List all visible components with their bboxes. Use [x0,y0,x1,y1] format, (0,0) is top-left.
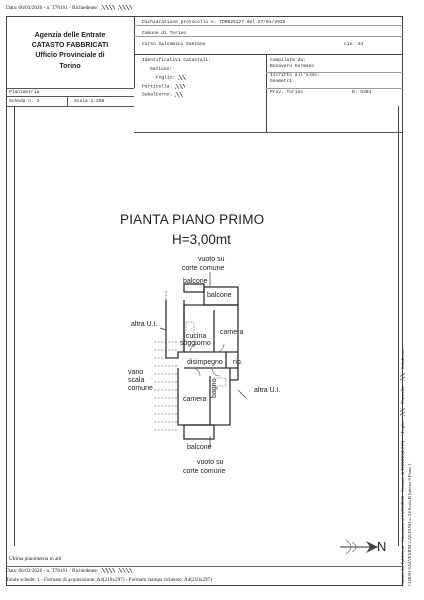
label-scala: scala [128,377,145,384]
label-disimpegno: disimpegno [187,359,223,366]
office-line4: Torino [59,63,81,70]
sezione-label: Sezione: [150,67,173,72]
particella-label: Particella: [142,84,186,90]
drawing-area [14,106,399,546]
address-line: Corso Salvemini Gaetano [142,42,206,47]
office-line2: CATASTO FABBRICATI [31,42,109,49]
compiler-box: Compilata da: Bonavero Germano Iscritto … [266,54,403,132]
footer-last: Ultima planimetria in atti [9,556,62,562]
side-scribble [400,373,406,382]
footer-scribble [118,568,133,574]
office-box: Agenzia delle Entrate CATASTO FABBRICATI… [6,16,135,88]
identifiers-title: Identificativi Catastali: [142,58,211,63]
label-vuoto-bottom-1: vuoto su [197,459,224,466]
compiler-name: Bonavero Germano [270,64,315,69]
side-scribble [400,407,406,416]
north-arrow-icon [340,539,378,555]
footer-totale: Totale schede: 1 - Formato di acquisizio… [6,577,212,583]
label-soggiorno: soggiorno [180,340,211,347]
label-bagno: bagno [211,378,218,398]
label-vano-scala: vano scala comune [128,369,153,393]
label-vano: vano [128,369,144,376]
label-balcone-right: balcone [207,292,232,299]
balcone-top-left-outline [183,283,205,293]
side-address: CORSO SALVEMINI GAETANO n. 24 Scala B In… [407,463,412,586]
office-line1: Agenzia delle Entrate [34,32,106,39]
declaration-box: Dichiarazione protocollo n. TO0025127 de… [134,16,403,55]
subalterno-scribble [175,92,184,97]
label-cucina: cucina [186,333,207,340]
planimetria-label: Planimetria [9,90,40,95]
foglio-scribble [178,75,187,80]
particella-scribble [175,84,186,89]
label-balcone-bottom: balcone [187,444,212,451]
requester-scribble [118,5,133,11]
label-vuoto-bottom-2: corte comune [183,468,226,475]
scheda-label: Scheda n. 1 [9,99,40,104]
balcone-bottom-outline [183,424,215,440]
identifiers-box: Identificativi Catastali: Sezione: Fogli… [134,54,267,132]
label-vuoto-top-2: corte comune [182,265,225,272]
compilata-label: Compilata da: [270,58,306,63]
iscritto-label: Iscritto all'albo: [270,73,320,78]
subalterno-label: Subalterno: [142,92,184,98]
albo-value: Geometri [270,79,293,84]
plan-title: PIANTA PIANO PRIMO [120,212,265,227]
north-label: N [377,539,387,554]
civic-number: civ. 24 [344,42,364,47]
label-vuoto-top-1: vuoto su [198,256,225,263]
footer-scribble [101,568,116,574]
scala-label: Scala 1:200 [74,99,105,104]
document-frame [6,16,403,586]
label-balcone-top: balcone [183,278,208,285]
side-text: Catasto dei Fabbricati - Situazione al 0… [400,348,406,586]
label-camera-top: camera [220,329,244,336]
municipality-line: Comune di Torino [142,31,187,36]
left-wall [165,300,185,359]
prov-value: Prov. Torino [270,90,304,95]
protocol-line: Dichiarazione protocollo n. TO0025127 de… [142,20,286,25]
label-altra-ui-left: altra U.I. [131,321,158,328]
label-comune: comune [128,385,153,392]
plan-height: H=3,00mt [172,232,231,247]
label-camera-bottom: camera [183,396,207,403]
footer-data-line: Data: 06/03/2026 - n. T78161 - Richieden… [6,568,133,574]
office-line3: Ufficio Provinciale di [35,52,105,59]
header-line: Data: 06/03/2026 - n. T78161 - Richieden… [6,5,133,11]
label-rip: rip. [233,359,243,366]
foglio-label: Foglio: [156,75,187,81]
requester-scribble [101,5,116,11]
compiler-number: N. 5384 [352,90,372,95]
floor-plan [154,272,247,448]
label-altra-ui-right: altra U.I. [254,387,281,394]
